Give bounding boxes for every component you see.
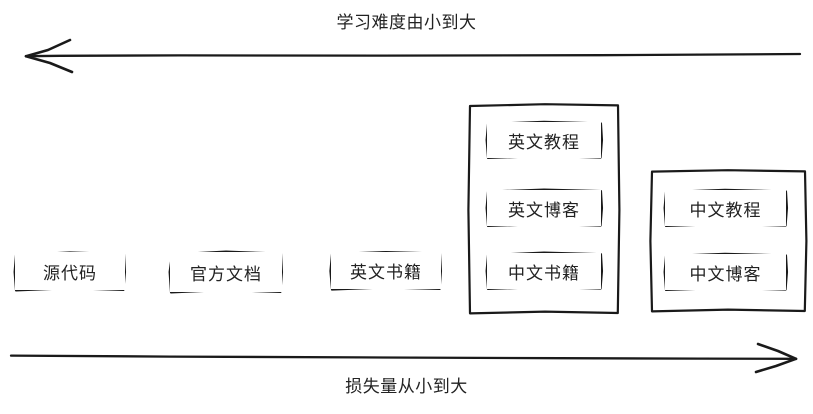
node-english-blog[interactable]: 英文博客: [487, 190, 601, 226]
node-chinese-books[interactable]: 中文书籍: [487, 253, 601, 289]
node-chinese-tutorial[interactable]: 中文教程: [665, 190, 786, 226]
node-official-docs[interactable]: 官方文档: [170, 252, 282, 292]
bottom-axis-label: 损失量从小到大: [345, 377, 468, 397]
node-english-books[interactable]: 英文书籍: [331, 252, 441, 289]
node-chinese-blog[interactable]: 中文博客: [665, 254, 786, 290]
node-source-code[interactable]: 源代码: [15, 252, 125, 290]
top-axis-arrow: [24, 38, 802, 74]
top-axis-label: 学习难度由小到大: [336, 13, 477, 33]
node-english-tutorial[interactable]: 英文教程: [487, 122, 601, 158]
bottom-axis-arrow: [9, 342, 798, 374]
